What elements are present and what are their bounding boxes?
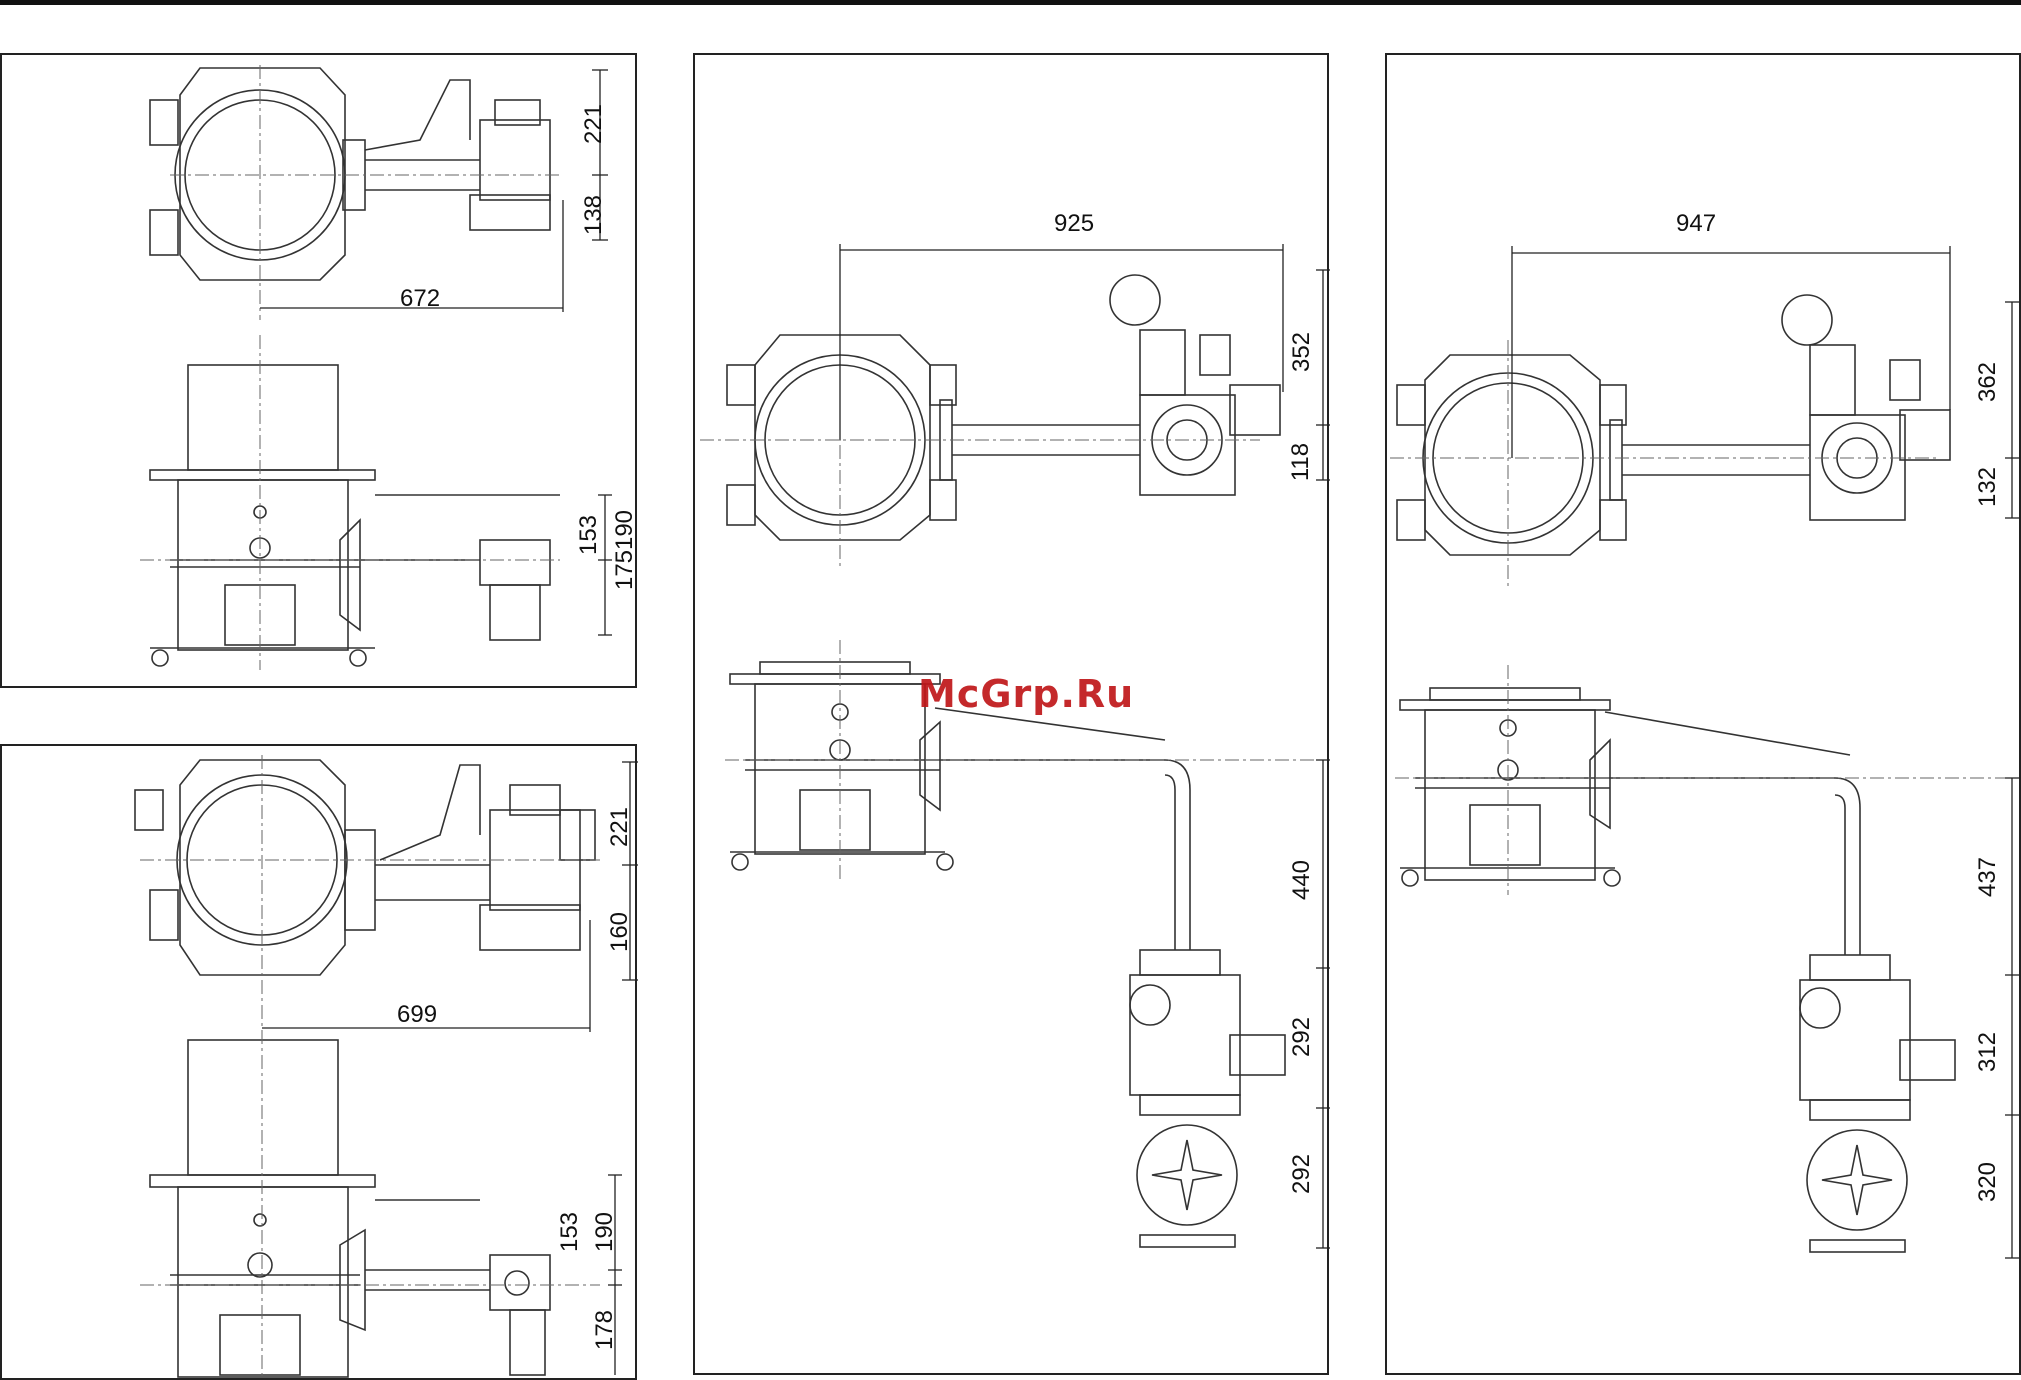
panel-a-side-bottom-dimension: 175 — [613, 550, 637, 590]
panel-c-burner-side-view — [725, 640, 1330, 1247]
panel-c-width-dimension: 925 — [1054, 212, 1094, 236]
panel-d-width-dimension: 947 — [1676, 212, 1716, 236]
panel-b-lower-dimension: 160 — [608, 912, 632, 952]
panel-b-side-outer-dimension: 190 — [593, 1212, 617, 1252]
panel-d-vertical-dimension-3: 320 — [1976, 1162, 2000, 1202]
panel-c-lower-dimension: 118 — [1289, 443, 1313, 481]
panel-d-burner-side-view — [1395, 665, 2018, 1252]
panel-b-burner-side-view — [140, 1030, 600, 1380]
panel-d-vertical-dimension-1: 437 — [1976, 857, 2000, 897]
panel-d-upper-dimension: 362 — [1976, 362, 2000, 402]
panel-a-burner-side-view — [140, 335, 560, 670]
panel-b-burner-top-view — [135, 755, 600, 1040]
panel-d-dimension-lines — [1512, 246, 2019, 1258]
panel-c-dimension-lines — [840, 244, 1330, 1248]
panel-c-vertical-dimension-2: 292 — [1290, 1017, 1314, 1057]
panel-d-vertical-dimension-2: 312 — [1976, 1032, 2000, 1072]
panel-a-side-outer-dimension: 190 — [613, 510, 637, 550]
panel-a-width-dimension: 672 — [400, 287, 440, 311]
panel-b-width-dimension: 699 — [397, 1003, 437, 1027]
panel-d-burner-top-view — [1390, 295, 1950, 590]
panel-a-dimension-lines — [260, 70, 612, 635]
panel-b-side-inner-dimension: 153 — [558, 1212, 582, 1252]
panel-c-upper-dimension: 352 — [1290, 332, 1314, 372]
panel-b-dimension-lines — [262, 762, 638, 1375]
panel-a-side-inner-dimension: 153 — [577, 515, 601, 555]
panel-a-lower-dimension: 138 — [582, 195, 606, 235]
panel-c-vertical-dimension-3: 292 — [1290, 1154, 1314, 1194]
watermark: McGrp.Ru — [918, 672, 1134, 716]
panel-c-vertical-dimension-1: 440 — [1290, 860, 1314, 900]
panel-a-burner-top-view — [150, 65, 560, 320]
panel-b-upper-dimension: 221 — [608, 807, 632, 847]
panel-b-side-bottom-dimension: 178 — [593, 1310, 617, 1350]
panel-d-lower-dimension: 132 — [1976, 467, 2000, 507]
panel-c-burner-top-view — [700, 275, 1280, 570]
panel-a-upper-dimension: 221 — [582, 104, 606, 144]
